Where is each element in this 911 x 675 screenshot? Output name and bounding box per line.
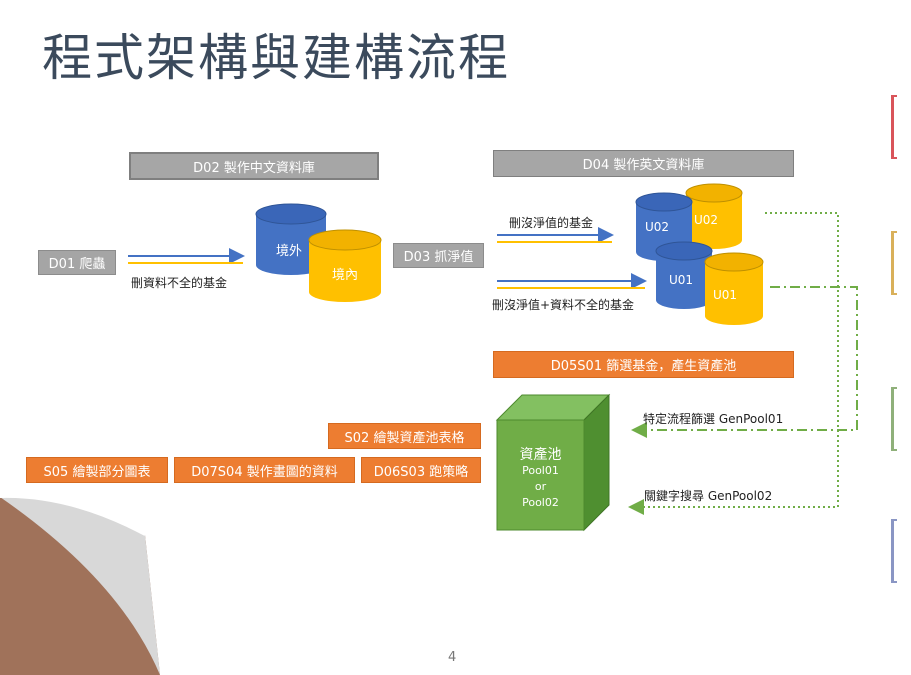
cylinder-u02-yellow xyxy=(685,183,743,249)
cylinder-domestic-label: 境內 xyxy=(331,268,358,283)
cylinder-u02-blue-label: U02 xyxy=(644,220,670,234)
section-tab-green[interactable] xyxy=(891,387,897,451)
section-tab-blue[interactable] xyxy=(891,519,897,583)
pool-line-2: or xyxy=(534,480,547,493)
page-number: 4 xyxy=(448,650,457,665)
cylinder-u01-blue xyxy=(655,241,713,309)
cylinder-overseas xyxy=(255,203,327,275)
s02-table-box: S02 繪製資產池表格 xyxy=(328,423,481,449)
section-tab-yellow[interactable] xyxy=(891,231,897,295)
label-delete-incomplete: 刪資料不全的基金 xyxy=(131,276,228,290)
asset-pool-cube xyxy=(495,393,611,532)
page-title: 程式架構與建構流程 xyxy=(42,29,510,87)
label-delete-both: 刪沒淨值+資料不全的基金 xyxy=(492,298,635,312)
label-delete-no-nav: 刪沒淨值的基金 xyxy=(509,216,594,230)
d03-nav-box: D03 抓淨值 xyxy=(393,243,484,268)
d04-header: D04 製作英文資料庫 xyxy=(493,150,794,177)
pool-title: 資產池 xyxy=(519,447,562,463)
pool-line-3: Pool02 xyxy=(522,496,559,509)
s05-chart-box: S05 繪製部分圖表 xyxy=(26,457,168,483)
connector-genpool01 xyxy=(631,286,858,438)
cylinder-u01-yellow xyxy=(704,252,764,325)
cylinder-u02-yellow-label: U02 xyxy=(693,213,719,227)
cylinder-u01-blue-label: U01 xyxy=(668,273,694,287)
cylinder-u01-yellow-label: U01 xyxy=(712,288,738,302)
connector-genpool02 xyxy=(628,212,839,515)
label-keyword-search: 關鍵字搜尋 GenPool02 xyxy=(644,489,773,503)
cylinder-domestic xyxy=(308,229,382,302)
d05-filter-box: D05S01 篩選基金，產生資產池 xyxy=(493,351,794,378)
pool-line-1: Pool01 xyxy=(522,464,559,477)
label-specific-filter: 特定流程篩選 GenPool01 xyxy=(643,412,784,426)
section-tab-red[interactable] xyxy=(891,95,897,159)
d01-crawler-box: D01 爬蟲 xyxy=(38,250,116,275)
d06-strategy-box: D06S03 跑策略 xyxy=(361,457,481,483)
d02-header: D02 製作中文資料庫 xyxy=(129,152,379,180)
d07-plotdata-box: D07S04 製作畫圖的資料 xyxy=(174,457,355,483)
cylinder-overseas-label: 境外 xyxy=(275,244,302,259)
